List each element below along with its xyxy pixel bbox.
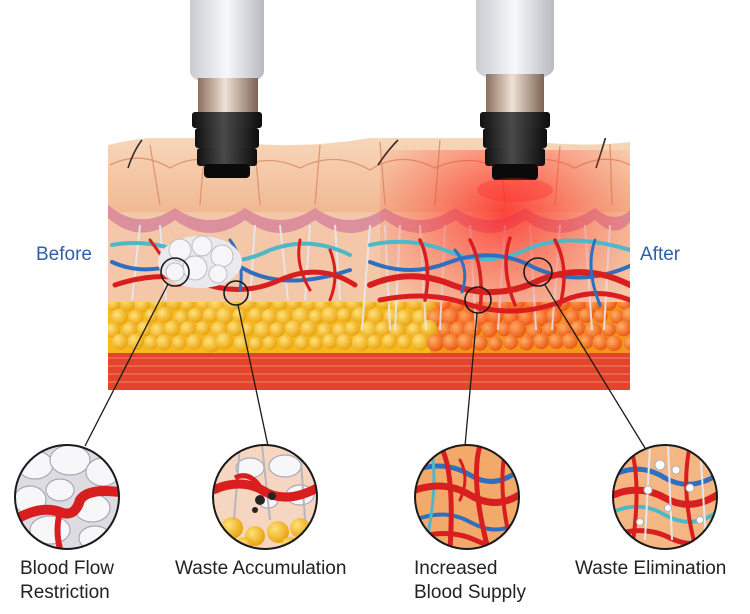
detail-waste-elimination — [612, 444, 718, 550]
caption-line: Blood Flow — [20, 558, 114, 579]
caption-increased-blood-supply: Increased Blood Supply — [414, 557, 526, 605]
marker-increased-blood-supply — [464, 286, 492, 314]
caption-blood-flow-restriction: Blood Flow Restriction — [20, 557, 114, 605]
fat-cell — [187, 307, 204, 323]
fat-cell — [174, 310, 189, 325]
fat-cell — [321, 306, 339, 324]
fat-cell — [300, 320, 317, 337]
fat-cell — [156, 334, 172, 351]
fat-cell — [367, 334, 382, 350]
fat-cell — [336, 307, 352, 323]
fat-cell — [294, 335, 310, 351]
caption-waste-elimination: Waste Elimination — [575, 558, 727, 579]
fat-cell — [351, 306, 369, 324]
applicator-right — [476, 0, 554, 202]
before-label: Before — [36, 244, 92, 265]
caption-waste-accumulation: Waste Accumulation — [175, 558, 347, 579]
fat-cell — [216, 307, 234, 325]
fat-cell — [186, 334, 203, 350]
fat-cell — [143, 335, 159, 350]
fat-cell — [248, 336, 263, 351]
waste-deposit — [158, 235, 242, 288]
fat-cell — [322, 333, 338, 350]
fat-cell — [269, 322, 285, 338]
fat-cell — [156, 306, 173, 324]
fat-cell — [215, 332, 234, 350]
fat-cell — [253, 321, 272, 339]
fat-cell — [202, 335, 220, 353]
fat-cell — [111, 308, 128, 326]
zoom-markers — [160, 257, 553, 314]
fat-cell — [292, 307, 311, 325]
fat-cell — [278, 334, 294, 350]
caption-line: Increased — [414, 558, 498, 579]
fat-cell — [121, 322, 138, 338]
fat-cell — [309, 336, 324, 351]
fat-cell — [261, 308, 278, 325]
fat-cell — [179, 321, 196, 338]
applicator-left — [190, 0, 264, 178]
caption-line: Blood Supply — [414, 582, 526, 603]
fat-cell — [284, 320, 302, 338]
fat-cell — [367, 308, 384, 325]
fat-cell — [351, 333, 370, 352]
after-label: After — [640, 244, 681, 265]
leader-lines — [84, 283, 646, 449]
detail-increased-blood-supply — [414, 444, 520, 550]
fat-cell — [127, 333, 144, 350]
fat-cell — [108, 322, 121, 338]
marker-waste-accumulation — [223, 280, 249, 306]
fat-cell — [128, 310, 144, 326]
caption-line: Restriction — [20, 582, 110, 603]
fat-cell — [232, 308, 247, 323]
tissue-block — [108, 138, 630, 390]
fat-cell — [195, 320, 211, 336]
marker-blood-flow-restriction — [160, 257, 190, 287]
fat-cell — [226, 320, 243, 337]
fat-cell — [308, 309, 324, 325]
blood-vessels-after — [367, 236, 630, 314]
detail-waste-accumulation — [212, 444, 318, 550]
fat-cell — [233, 335, 251, 353]
fat-cell — [164, 320, 181, 337]
marker-waste-elimination — [523, 257, 553, 287]
fat-cell — [360, 320, 379, 339]
fat-cell — [202, 307, 219, 323]
fat-cell — [344, 321, 360, 336]
fat-cell — [171, 335, 187, 351]
detail-blood-flow-restriction — [14, 444, 120, 550]
fat-cell — [248, 307, 264, 324]
fat-cell — [262, 335, 278, 350]
fat-cell — [336, 333, 353, 350]
fat-cell — [111, 333, 128, 350]
fat-cell — [276, 309, 292, 326]
